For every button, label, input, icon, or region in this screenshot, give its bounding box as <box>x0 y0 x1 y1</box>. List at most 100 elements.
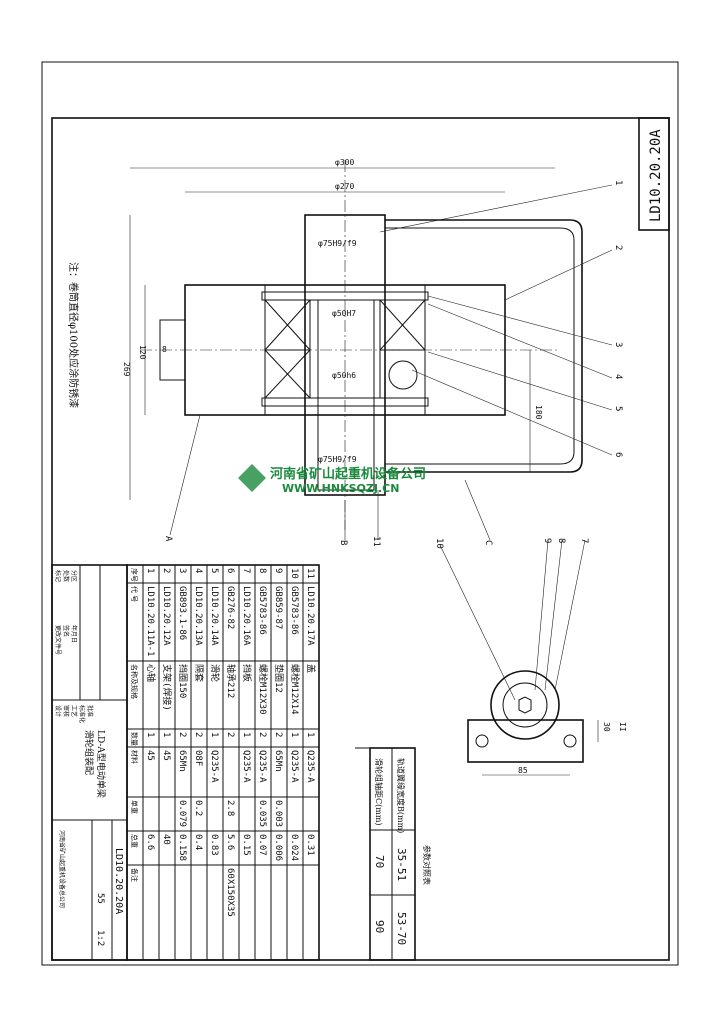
bom-header-cell: 名称及规格 <box>130 664 139 699</box>
bom-cell: GB5783-86 <box>289 586 299 635</box>
bom-cell: 2 <box>161 568 171 573</box>
param-title: 参数对照表 <box>422 845 432 885</box>
drawing-number-box: LD10.20.20A <box>638 117 670 231</box>
dim-w85: 85 <box>518 766 528 775</box>
bom-cell: 0.024 <box>289 834 299 861</box>
bom-cell: 1 <box>161 732 171 737</box>
bom-cell: 0.07 <box>257 834 267 856</box>
bom-cell: LD10.20.16A <box>241 586 251 646</box>
title-block-label: 签名 <box>62 625 70 637</box>
side-view-detail: 85 30 II 10 9 8 7 <box>434 538 627 776</box>
bom-cell: 1 <box>145 732 155 737</box>
drawing-note: 注：卷筒直径φ100处应涂防锈漆 <box>67 262 80 408</box>
param-col2: 53-70 <box>395 912 408 945</box>
param-row2-label: 滑轮组轴距C(mm) <box>374 758 384 826</box>
callout-4: 4 <box>613 374 623 379</box>
bom-cell: 滑轮 <box>209 664 221 682</box>
bom-cell: 2 <box>257 732 267 737</box>
tb-drawing-no: LD10.20.20A <box>113 848 124 914</box>
tb-weight: 55 <box>95 893 105 904</box>
callout-10: 10 <box>434 538 444 549</box>
title-block-label: 批准 <box>86 705 94 717</box>
callout-6: 6 <box>613 452 623 457</box>
bom-cell: 1 <box>289 732 299 737</box>
bom-cell: 2 <box>225 732 235 737</box>
bom-cell: 1 <box>145 568 155 573</box>
bom-cell: 7 <box>241 568 251 573</box>
bom-cell: 挡圈150 <box>177 664 189 698</box>
bom-cell: 08F <box>193 750 203 766</box>
outer-border <box>41 61 679 966</box>
bom-cell: 螺栓M12X30 <box>257 664 269 715</box>
watermark-url: WWW.HNKSQZJ.CN <box>282 482 399 495</box>
bom-cell: 盖 <box>305 664 317 673</box>
bom-cell: 螺栓M12X14 <box>289 664 301 715</box>
inner-border <box>51 117 670 961</box>
bom-cell: 0.31 <box>305 834 315 856</box>
bom-cell: 1 <box>209 732 219 737</box>
callout-leaders <box>169 184 613 541</box>
callout-labels: 1 2 3 4 5 6 A B 11 C <box>163 180 623 547</box>
dim-shaft-bottom: φ75H9/f9 <box>318 455 357 464</box>
bom-cell: Q235-A <box>289 750 299 783</box>
bom-cell: 0.035 <box>257 800 267 827</box>
dim-h180: 180 <box>534 405 543 420</box>
bom-cell: Q235-A <box>241 750 251 783</box>
bom-cell: LD10.20.11A-1 <box>145 586 155 656</box>
bom-cell: 0.2 <box>193 800 203 816</box>
bom-cell: 9 <box>273 568 283 573</box>
bom-cell: 2.8 <box>225 800 235 816</box>
bom-cell: LD10.20.12A <box>161 586 171 646</box>
bom-cell: GB893.1-86 <box>177 586 187 640</box>
watermark-cn: 河南省矿山起重机设备公司 <box>270 466 426 482</box>
dim-h30: 30 <box>602 722 611 732</box>
tb-assembly: 滑轮组装配 <box>83 730 95 775</box>
dim-d270: φ270 <box>335 182 354 191</box>
bom-cell: Q235-A <box>257 750 267 783</box>
bom-cell: 65Mn <box>273 750 283 772</box>
bom-cell: 45 <box>145 750 155 761</box>
bom-cell: 轴承212 <box>225 664 237 698</box>
bom-cell: 隔套 <box>193 664 205 682</box>
bom-cell: 挡板 <box>241 664 253 682</box>
title-block-label: 分区 <box>70 570 78 582</box>
bom-cell: 45 <box>161 750 171 761</box>
callout-5: 5 <box>613 406 623 411</box>
dim-d300: φ300 <box>335 158 354 167</box>
bom-cell: 2 <box>273 732 283 737</box>
callout-2: 2 <box>613 245 623 250</box>
callout-7: 7 <box>579 538 589 543</box>
bom-cell: 0.15 <box>241 834 251 856</box>
bom-cell: 支架(焊接) <box>161 664 173 711</box>
title-block-label: 工艺 <box>70 705 78 717</box>
bom-cell: 0.4 <box>193 834 203 850</box>
title-block-label: 标记 <box>54 570 62 582</box>
bom-cell: LD10.20.17A <box>305 586 315 646</box>
bom-cell: Q235-A <box>209 750 219 783</box>
bom-header-cell: 材料 <box>130 750 139 764</box>
bom-cell: 3 <box>177 568 187 573</box>
title-block-label: 处数 <box>62 570 70 582</box>
parameter-table: 参数对照表 轨道翼缘宽度B(mm) 滑轮组轴距C(mm) 35-51 53-70… <box>355 747 432 961</box>
bom-cell: 65Mn <box>177 750 187 772</box>
title-block: LD-A型电动单梁 滑轮组装配 LD10.20.20A 55 1:2 河南省矿山… <box>51 564 128 961</box>
param-row2-val2: 90 <box>373 920 386 933</box>
bom-cell: 0.003 <box>273 800 283 827</box>
tb-company: 河南省矿山起重机设备总公司 <box>58 830 66 908</box>
tb-scale: 1:2 <box>95 930 105 946</box>
bom-cell: 1 <box>305 732 315 737</box>
bom-cell: 1 <box>241 732 251 737</box>
callout-1: 1 <box>613 180 623 185</box>
main-dimensions: φ300 φ270 φ75H9/f9 φ50H7 φ50h6 φ75H9/f9 … <box>122 158 555 500</box>
dim-tag-a: 8 <box>162 345 167 354</box>
bom-cell: GB276-82 <box>225 586 235 629</box>
tb-product: LD-A型电动单梁 <box>95 730 107 798</box>
callout-8: 8 <box>556 538 566 543</box>
drawing-number: LD10.20.20A <box>648 129 664 222</box>
param-row1-label: 轨道翼缘宽度B(mm) <box>396 758 406 833</box>
pulley-section-view <box>140 160 583 530</box>
bom-note: 60X150X35 <box>225 868 235 917</box>
title-block-label: 更改文件号 <box>54 625 62 655</box>
bom-cell: 5.6 <box>225 834 235 850</box>
